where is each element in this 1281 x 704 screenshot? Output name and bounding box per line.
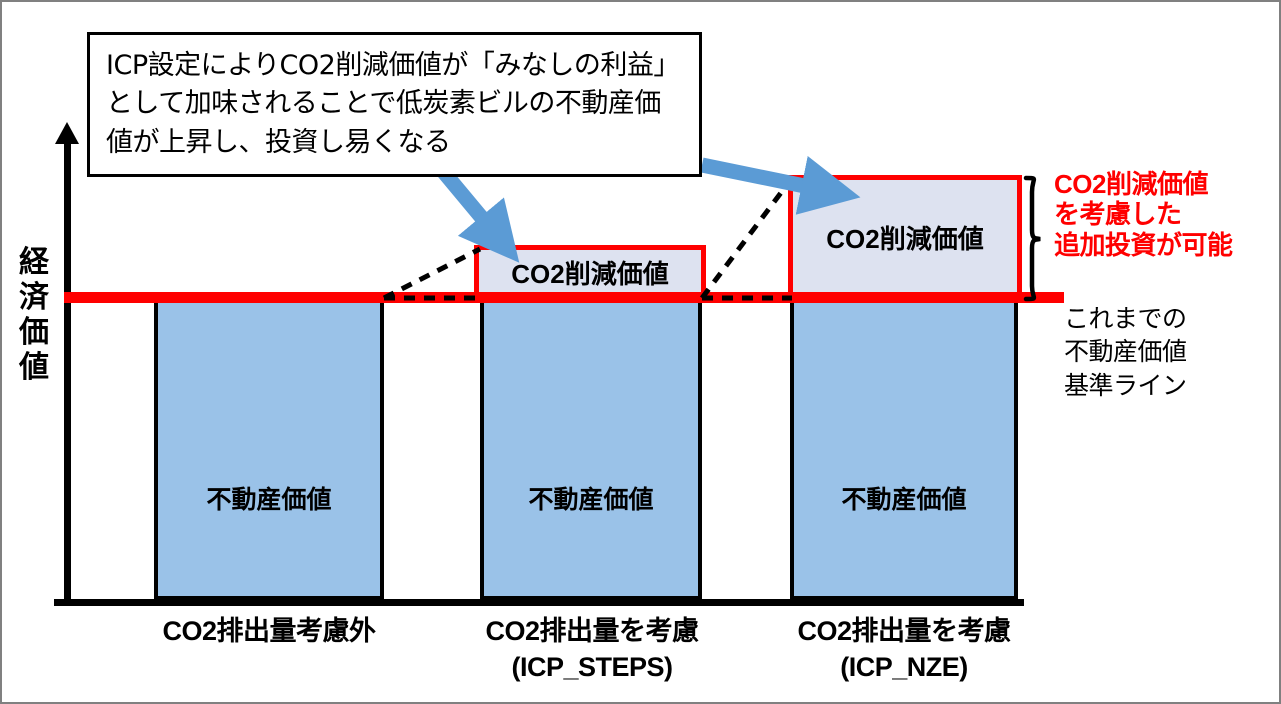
x-axis-label-1-line-1: CO2排出量考慮外 (162, 616, 376, 646)
x-axis-label-3-line-1: CO2排出量を考慮 (797, 616, 1011, 646)
baseline-note-line-1: これまでの (1064, 304, 1187, 333)
x-axis-label-2-line-2: (ICP_STEPS) (511, 651, 673, 682)
x-axis-label-1: CO2排出量考慮外 (124, 614, 414, 650)
callout-text: ICP設定によりCO2削減価値が「みなしの利益」として加味されることで低炭素ビル… (106, 50, 680, 158)
x-axis-label-3: CO2排出量を考慮 (ICP_NZE) (754, 614, 1054, 686)
bar-property-value-2: 不動産価値 (480, 298, 702, 600)
baseline-note-line-3: 基準ライン (1064, 370, 1187, 400)
bar-property-value-1: 不動産価値 (154, 298, 384, 600)
bracket-annotation-line-1: CO2削減価値 (1054, 169, 1208, 199)
baseline-note-line-2: 不動産価値 (1064, 337, 1187, 367)
x-axis-label-2-line-1: CO2排出量を考慮 (485, 616, 699, 646)
bracket-annotation-line-3: 追加投資が可能 (1054, 229, 1233, 260)
y-axis-label-char-4: 値 (19, 351, 49, 385)
baseline-note: これまでの 不動産価値 基準ライン (1064, 302, 1279, 402)
y-axis-arrow-icon (55, 122, 79, 144)
bracket-annotation-red: CO2削減価値 を考慮した 追加投資が可能 (1054, 169, 1279, 260)
co2-reduction-box-3: CO2削減価値 (788, 175, 1022, 300)
bar-property-value-3: 不動産価値 (790, 298, 1018, 600)
y-axis-label-char-1: 経 (19, 246, 49, 279)
baseline-red-line (64, 292, 1064, 303)
bar-label-1: 不動産価値 (206, 486, 332, 514)
co2-reduction-label-3: CO2削減価値 (826, 224, 984, 254)
bracket-annotation-line-2: を考慮した (1054, 199, 1182, 230)
y-axis-label-char-3: 価 (19, 316, 49, 350)
y-axis-label: 経 済 価 値 (12, 245, 56, 385)
bar-label-2: 不動産価値 (528, 486, 654, 514)
bar-label-3: 不動産価値 (841, 486, 967, 514)
x-axis-label-3-line-2: (ICP_NZE) (840, 651, 968, 682)
y-axis-line (64, 140, 71, 602)
x-axis-label-2: CO2排出量を考慮 (ICP_STEPS) (442, 614, 742, 686)
x-axis-line (54, 599, 1024, 606)
co2-reduction-label-2: CO2削減価値 (511, 259, 669, 289)
blue-arrow-icon-1 (436, 165, 520, 263)
y-axis-label-char-2: 済 (19, 281, 49, 315)
callout-box: ICP設定によりCO2削減価値が「みなしの利益」として加味されることで低炭素ビル… (87, 32, 702, 177)
curly-brace-icon (1023, 175, 1041, 302)
